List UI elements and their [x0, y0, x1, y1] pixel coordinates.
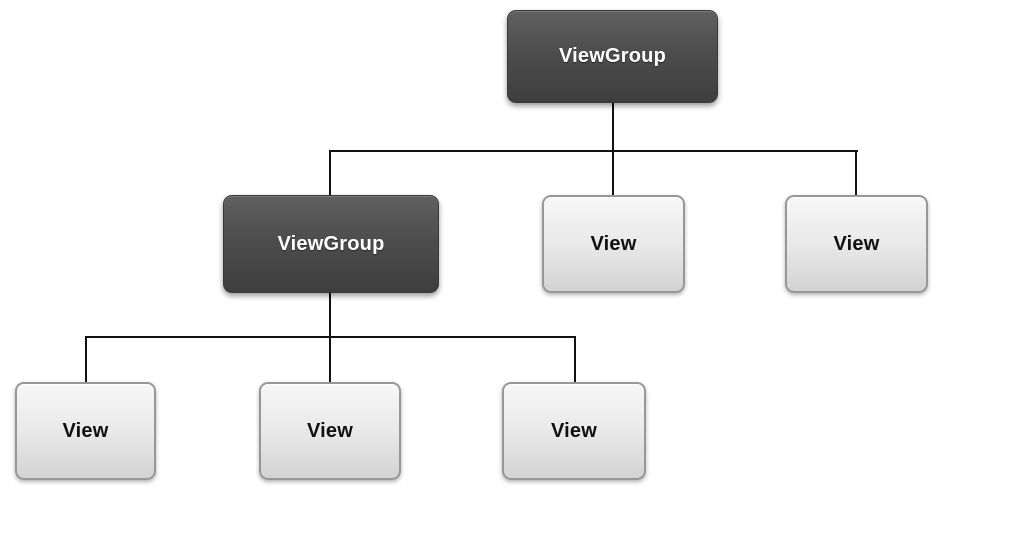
node-label: View	[833, 232, 880, 255]
node-root-viewgroup: ViewGroup	[507, 10, 718, 103]
connector-to-child-view-right	[855, 150, 857, 196]
connector-child-viewgroup-stem	[329, 293, 331, 338]
connector-to-grandchild-middle	[329, 336, 331, 383]
connector-to-grandchild-left	[85, 336, 87, 383]
node-label: View	[550, 419, 597, 442]
connector-to-child-view-middle	[612, 150, 614, 196]
node-child-view-middle: View	[542, 195, 685, 293]
node-label: View	[306, 419, 353, 442]
node-label: View	[590, 232, 637, 255]
connector-level2-horizontal	[329, 150, 858, 152]
node-label: ViewGroup	[277, 232, 385, 255]
node-label: View	[62, 419, 109, 442]
node-grandchild-view-right: View	[502, 382, 646, 480]
node-grandchild-view-middle: View	[259, 382, 401, 480]
node-child-view-right: View	[785, 195, 928, 293]
node-grandchild-view-left: View	[15, 382, 156, 480]
connector-to-grandchild-right	[574, 336, 576, 383]
connector-to-child-viewgroup	[329, 150, 331, 196]
node-label: ViewGroup	[558, 45, 666, 67]
node-child-viewgroup: ViewGroup	[223, 195, 439, 293]
connector-root-stem	[612, 103, 614, 152]
